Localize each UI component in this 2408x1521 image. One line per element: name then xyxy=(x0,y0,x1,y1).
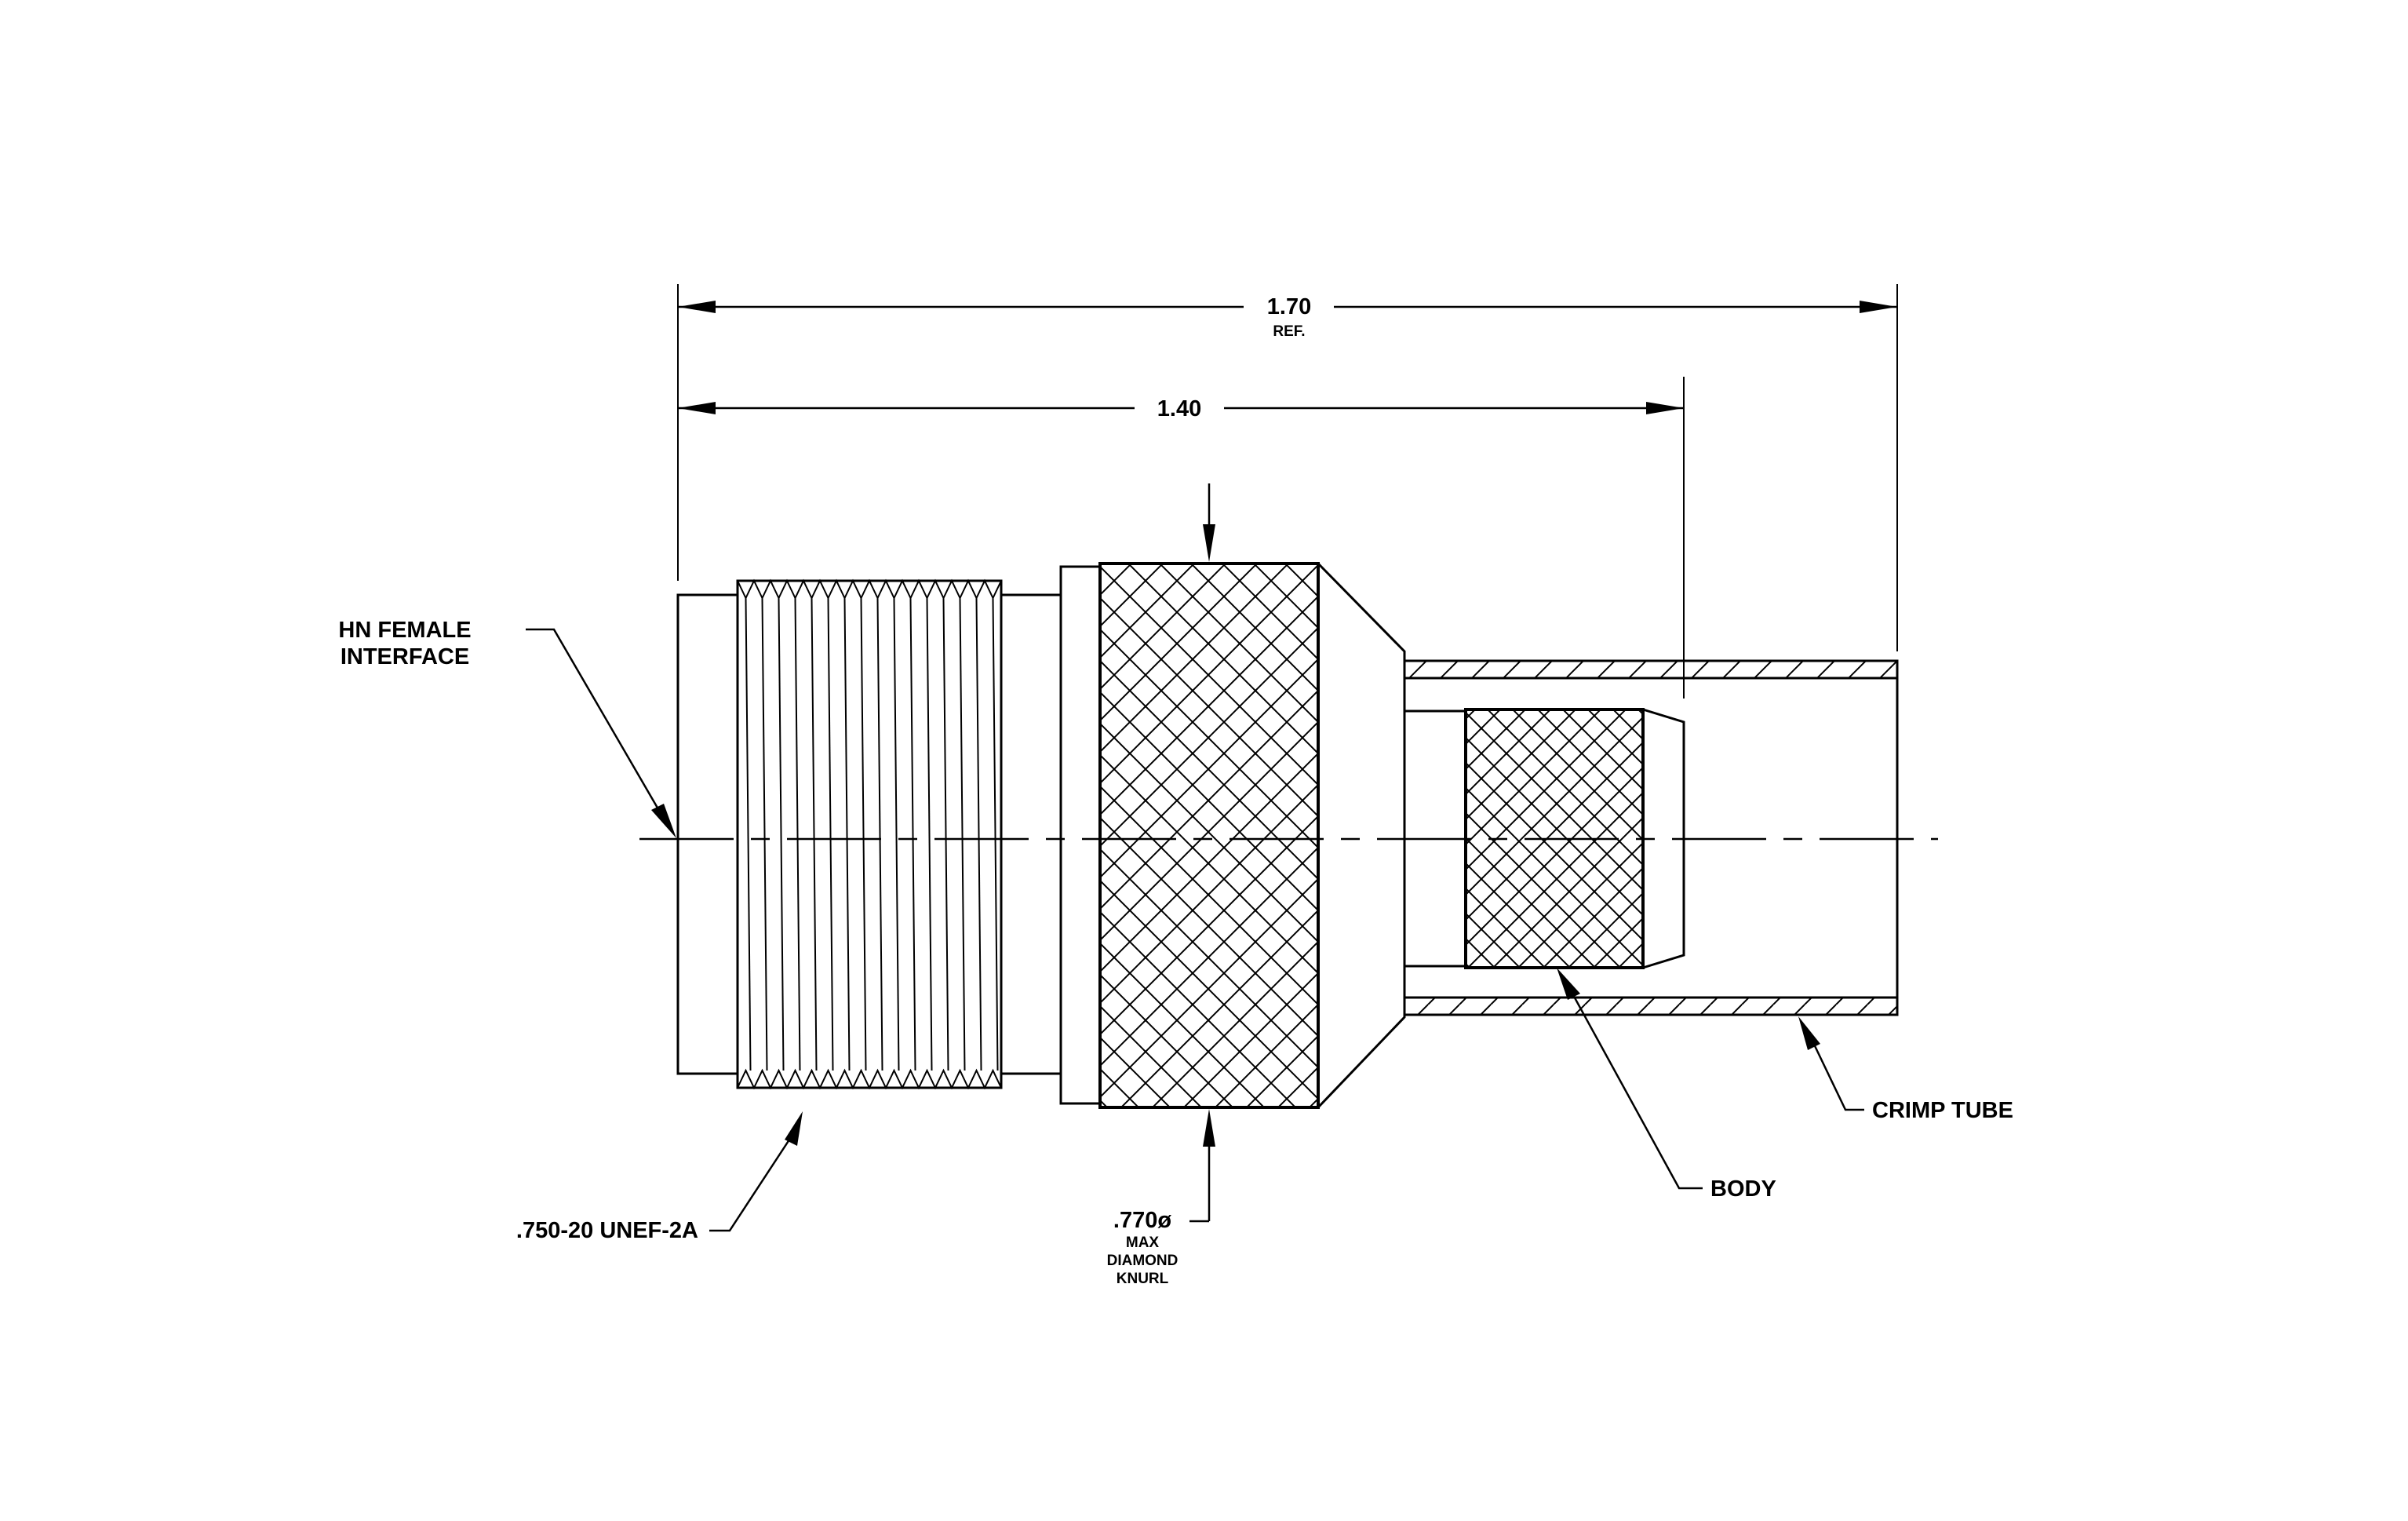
dimension-body-length-value: 1.40 xyxy=(1157,396,1201,421)
body-label: BODY xyxy=(1710,1176,1776,1202)
knurl-note-knurl: KNURL xyxy=(1117,1271,1169,1287)
thread-section xyxy=(736,578,1003,1090)
thread-line xyxy=(926,597,933,1071)
thread-line xyxy=(893,597,900,1071)
thread-line xyxy=(761,597,768,1071)
knurl-diameter-value: .770ø xyxy=(1113,1208,1171,1233)
thread-line xyxy=(794,597,801,1071)
interface-label-line1: HN FEMALE xyxy=(338,618,471,643)
thread-line xyxy=(843,597,851,1071)
dimension-body-length: 1.40 xyxy=(678,396,1684,421)
thread-line xyxy=(942,597,949,1071)
thread-line xyxy=(909,597,916,1071)
thread-crest-bottom xyxy=(737,1068,1002,1090)
thread-line xyxy=(745,597,752,1071)
knurl-note-max: MAX xyxy=(1126,1235,1160,1251)
knurl-diameter-dimension: .770ø MAX DIAMOND KNURL xyxy=(1107,483,1215,1287)
interface-face xyxy=(676,593,739,1075)
connector-body-outline xyxy=(676,593,739,1075)
thread-line xyxy=(876,597,883,1071)
thread-label: .750-20 UNEF-2A xyxy=(516,1218,698,1243)
leader-crimp-tube: CRIMP TUBE xyxy=(1798,1016,2013,1123)
leader-interface: HN FEMALE INTERFACE xyxy=(338,618,676,838)
thread-line xyxy=(860,597,867,1071)
nut-taper xyxy=(1317,562,1406,1109)
crimp-tube-label: CRIMP TUBE xyxy=(1872,1098,2013,1123)
thread-line xyxy=(811,597,818,1071)
thread-crest-top xyxy=(737,578,1002,600)
thread-line xyxy=(992,597,999,1071)
coupling-nut-knurl xyxy=(1098,562,1320,1109)
knurl-note-diamond: DIAMOND xyxy=(1107,1253,1178,1269)
flange xyxy=(1059,565,1102,1105)
interface-label-line2: INTERFACE xyxy=(341,644,469,669)
extension-lines xyxy=(677,284,1898,698)
dimension-overall: 1.70 REF. xyxy=(678,294,1897,340)
thread-neck xyxy=(1001,593,1061,1075)
dimension-overall-value: 1.70 xyxy=(1267,294,1311,319)
dimension-overall-note: REF. xyxy=(1273,323,1305,340)
thread-line xyxy=(827,597,834,1071)
leader-thread: .750-20 UNEF-2A xyxy=(516,1111,803,1243)
thread-line xyxy=(975,597,982,1071)
thread-line xyxy=(959,597,966,1071)
leader-body: BODY xyxy=(1557,968,1776,1202)
thread-line xyxy=(778,597,785,1071)
thread-lines xyxy=(737,578,1002,1090)
